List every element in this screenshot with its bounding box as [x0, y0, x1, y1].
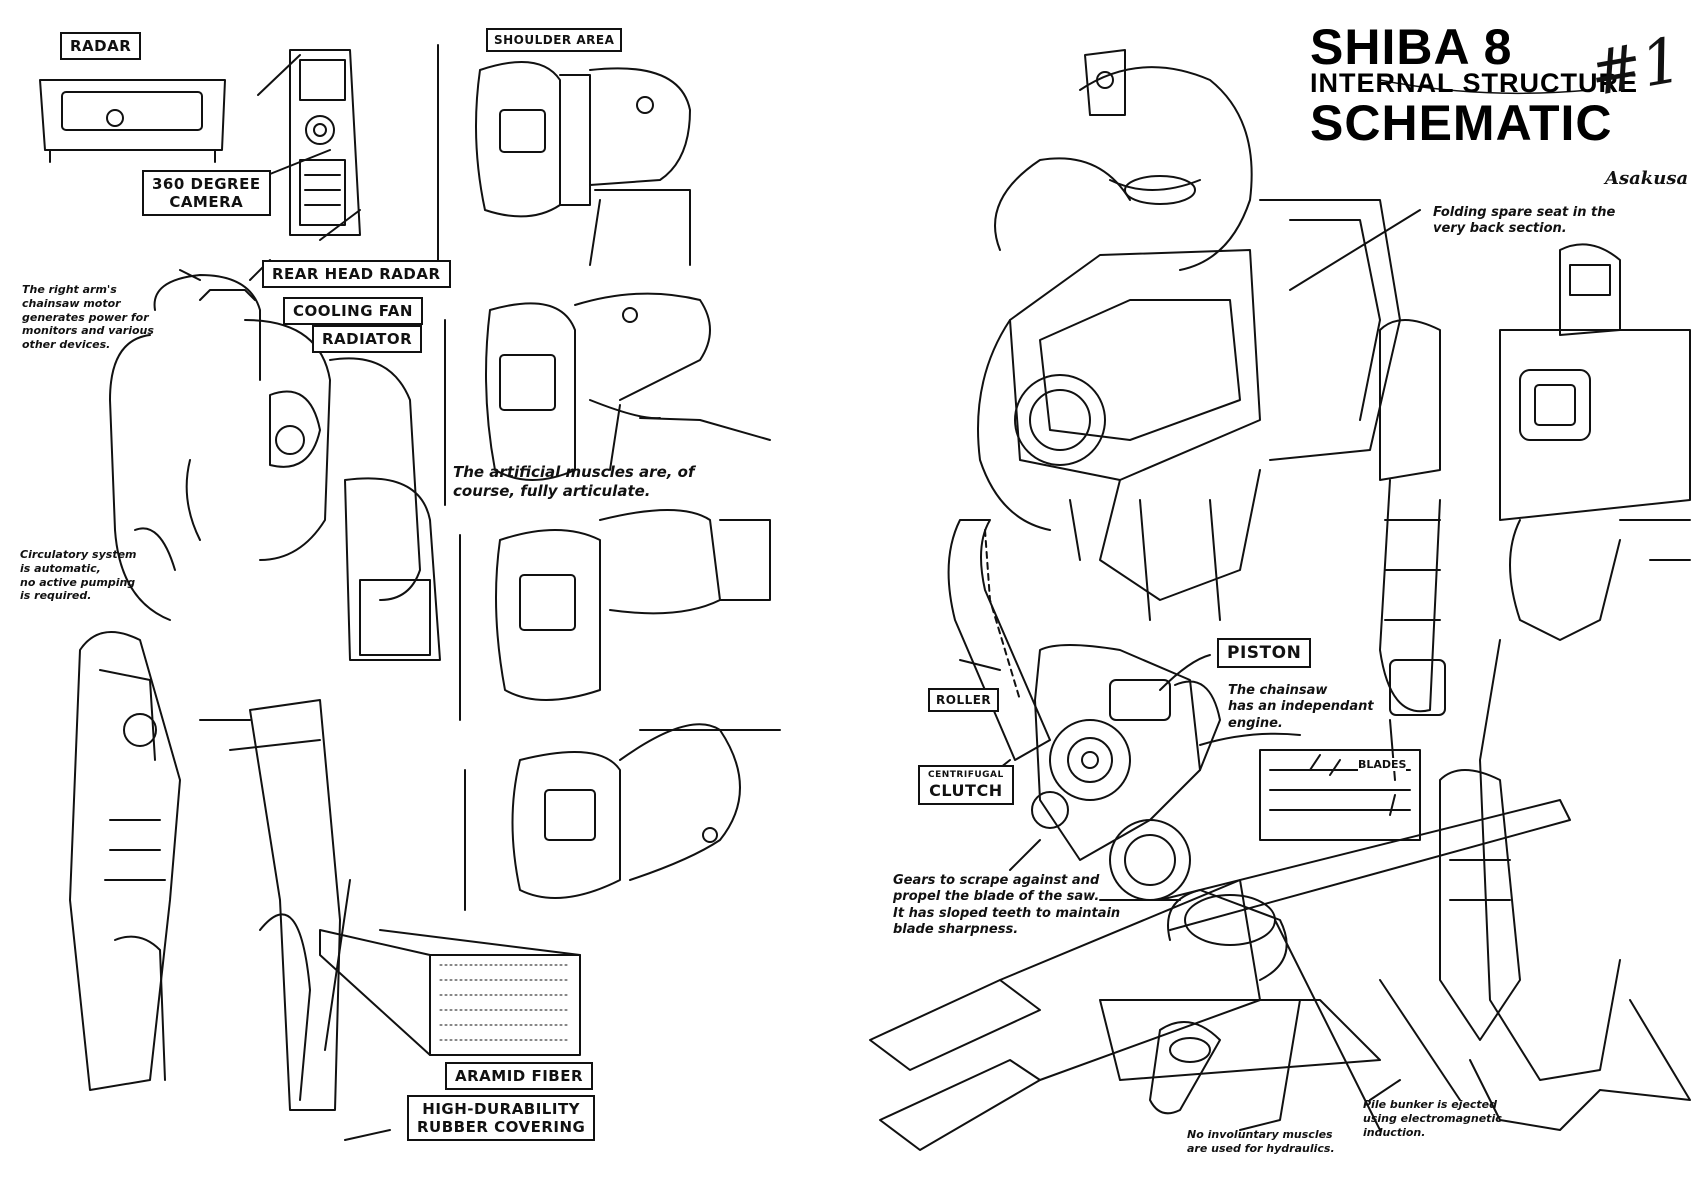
- label-clutch: CLUTCH: [929, 780, 1003, 800]
- label-blades: BLADES: [1358, 758, 1407, 771]
- title-line-3: SCHEMATIC: [1310, 95, 1613, 151]
- label-360-camera-line2: CAMERA: [169, 193, 244, 211]
- note-muscles: The artificial muscles are, of course, f…: [453, 463, 695, 501]
- note-chainsaw-line: has an independant: [1228, 699, 1374, 715]
- label-cooling-fan: COOLING FAN: [283, 297, 423, 325]
- note-gears-line: propel the blade of the saw.: [893, 889, 1100, 905]
- note-muscles-line: The artificial muscles are, of: [453, 463, 695, 481]
- note-pile-bunker: Pile bunker is ejected using electromagn…: [1363, 1098, 1502, 1139]
- note-right-arm: The right arm's chainsaw motor generates…: [22, 283, 154, 352]
- note-pile-bunker-line: using electromagnetic: [1363, 1111, 1502, 1125]
- label-360-camera-line1: 360 DEGREE: [152, 175, 261, 193]
- note-circulatory-line: Circulatory system: [20, 548, 137, 561]
- label-radiator: RADIATOR: [312, 325, 423, 353]
- pile-bunker-drawing: [869, 799, 1571, 1151]
- note-hydraulics-line: are used for hydraulics.: [1187, 1141, 1335, 1155]
- label-piston: PISTON: [1217, 638, 1312, 669]
- note-spare-seat: Folding spare seat in the very back sect…: [1433, 205, 1615, 238]
- note-gears-line: blade sharpness.: [893, 921, 1019, 937]
- label-radar: RADAR: [60, 32, 142, 60]
- note-circulatory: Circulatory system is automatic, no acti…: [20, 548, 137, 603]
- label-rubber-covering: HIGH-DURABILITY RUBBER COVERING: [407, 1095, 596, 1141]
- note-circulatory-line: no active pumping: [20, 575, 136, 589]
- label-centrifugal: CENTRIFUGAL: [928, 770, 1004, 780]
- note-pile-bunker-line: induction.: [1363, 1125, 1426, 1139]
- label-rear-head-radar: REAR HEAD RADAR: [262, 260, 451, 288]
- issue-number: #1: [1584, 22, 1688, 111]
- note-gears-line: It has sloped teeth to maintain: [893, 905, 1121, 921]
- note-spare-seat-line: very back section.: [1433, 221, 1567, 237]
- note-circulatory-line: is required.: [20, 589, 92, 603]
- label-shoulder-area: SHOULDER AREA: [486, 28, 623, 53]
- label-rubber-line1: HIGH-DURABILITY: [422, 1100, 581, 1118]
- note-spare-seat-line: Folding spare seat in the: [1433, 205, 1616, 220]
- label-aramid-fiber: ARAMID FIBER: [445, 1062, 594, 1090]
- note-gears: Gears to scrape against and propel the b…: [893, 873, 1120, 938]
- shoulder-drawing: [437, 44, 781, 911]
- robot-back-drawing: [69, 209, 441, 1111]
- note-muscles-line: course, fully articulate.: [453, 481, 651, 500]
- title-line-2: INTERNAL STRUCTURE: [1310, 68, 1638, 98]
- robot-front-drawing: [1379, 243, 1691, 1131]
- note-hydraulics-line: No involuntary muscles: [1187, 1128, 1333, 1141]
- label-rubber-line2: RUBBER COVERING: [417, 1118, 586, 1136]
- note-pile-bunker-line: Pile bunker is ejected: [1363, 1098, 1498, 1111]
- note-gears-line: Gears to scrape against and: [893, 873, 1100, 888]
- camera-drawing: [254, 49, 361, 236]
- note-right-arm-line: monitors and various: [22, 324, 154, 338]
- note-chainsaw-line: The chainsaw: [1228, 683, 1328, 698]
- note-circulatory-line: is automatic,: [20, 561, 101, 575]
- label-centrifugal-clutch: CENTRIFUGAL CLUTCH: [918, 765, 1014, 805]
- note-right-arm-line: The right arm's: [22, 283, 117, 296]
- radar-drawing: [39, 54, 301, 163]
- note-chainsaw-line: engine.: [1228, 715, 1283, 731]
- note-right-arm-line: chainsaw motor: [22, 296, 121, 310]
- aramid-swatch: [319, 929, 581, 1141]
- note-hydraulics: No involuntary muscles are used for hydr…: [1187, 1128, 1335, 1156]
- note-chainsaw-engine: The chainsaw has an independant engine.: [1228, 683, 1374, 732]
- title-line-1: SHIBA 8: [1310, 19, 1513, 75]
- chainsaw-drawing: [947, 519, 1421, 901]
- label-roller: ROLLER: [928, 688, 1000, 713]
- label-360-camera: 360 DEGREE CAMERA: [142, 170, 271, 216]
- author-signature: Asakusa: [1605, 168, 1689, 189]
- note-right-arm-line: other devices.: [22, 338, 111, 351]
- note-right-arm-line: generates power for: [22, 310, 149, 324]
